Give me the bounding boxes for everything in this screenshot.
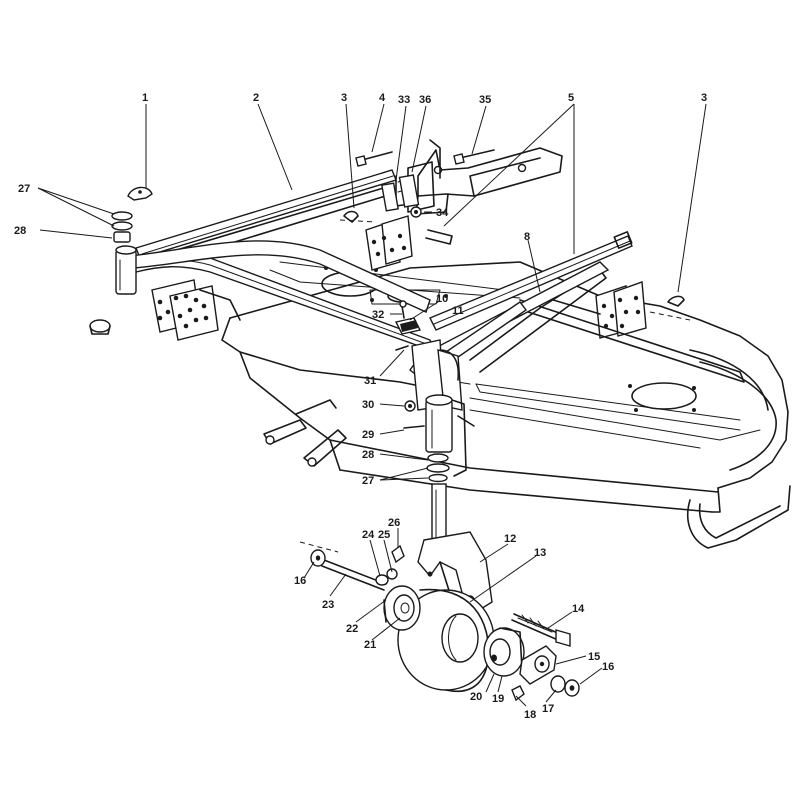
- caster-wheel-assembly: [299, 453, 580, 702]
- callout-2: 2: [253, 92, 259, 104]
- leader-lines: [37, 103, 707, 707]
- callout-21: 21: [364, 639, 376, 651]
- callout-22: 22: [346, 623, 358, 635]
- small-hardware: [89, 149, 691, 429]
- front-lift-arm-assembly: [395, 139, 563, 215]
- callout-25: 25: [378, 529, 390, 541]
- callout-27-bottom: 27: [362, 475, 374, 487]
- callout-8: 8: [524, 231, 530, 243]
- callout-17: 17: [542, 703, 554, 715]
- callout-28-top: 28: [14, 225, 26, 237]
- callout-3-right: 3: [701, 92, 707, 104]
- callout-14: 14: [572, 603, 585, 615]
- callout-16-right: 16: [602, 661, 614, 673]
- callout-36: 36: [419, 94, 431, 106]
- mower-deck-housing: [221, 261, 791, 549]
- callout-35: 35: [479, 94, 491, 106]
- callout-20: 20: [470, 691, 482, 703]
- callout-29: 29: [362, 429, 374, 441]
- deck-hanger-brackets: [151, 215, 647, 467]
- callout-23: 23: [322, 599, 334, 611]
- callout-16-left: 16: [294, 575, 306, 587]
- callout-32: 32: [372, 309, 384, 321]
- callout-19: 19: [492, 693, 504, 705]
- callout-labels: 1 2 3 4 33 36 35 5 3 27 28 34 8 10 11 32…: [14, 92, 707, 721]
- callout-18: 18: [524, 709, 536, 721]
- callout-30: 30: [362, 399, 374, 411]
- callout-15: 15: [588, 651, 600, 663]
- callout-24: 24: [362, 529, 375, 541]
- caster-pivot-post: [425, 394, 475, 477]
- callout-26: 26: [388, 517, 400, 529]
- callout-1: 1: [142, 92, 148, 104]
- callout-3-left: 3: [341, 92, 347, 104]
- deck-frame-tubes: [115, 169, 745, 411]
- callout-10: 10: [436, 293, 448, 305]
- callout-5: 5: [568, 92, 574, 104]
- callout-33: 33: [398, 94, 410, 106]
- callout-4: 4: [379, 92, 386, 104]
- callout-27-top: 27: [18, 183, 30, 195]
- callout-11: 11: [452, 305, 464, 317]
- callout-28-bottom: 28: [362, 449, 374, 461]
- callout-31: 31: [364, 375, 376, 387]
- callout-34: 34: [436, 207, 449, 219]
- callout-13: 13: [534, 547, 546, 559]
- callout-12: 12: [504, 533, 516, 545]
